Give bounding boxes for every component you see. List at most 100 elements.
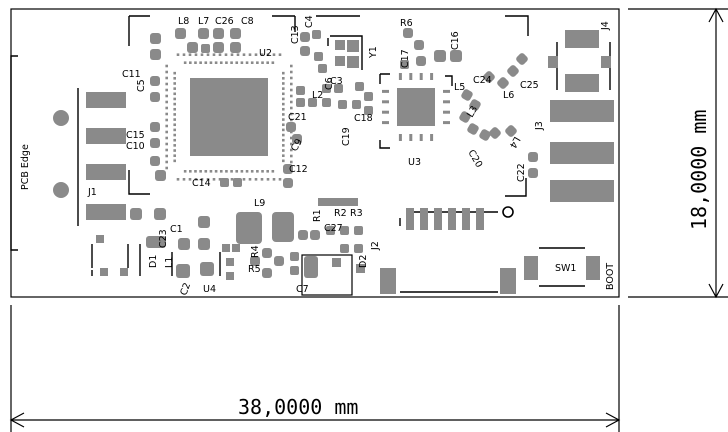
ic-pad bbox=[165, 130, 168, 134]
ic-pad bbox=[290, 70, 293, 74]
ic-pad bbox=[219, 61, 223, 64]
ic-pad bbox=[199, 61, 202, 64]
ic-pad bbox=[218, 53, 222, 56]
ic-pad bbox=[165, 124, 168, 128]
ic-pad bbox=[409, 134, 413, 141]
ic-pad bbox=[230, 61, 233, 64]
ic-pad bbox=[189, 170, 192, 173]
ic-pad bbox=[382, 100, 389, 104]
ref-u4: U4 bbox=[203, 284, 216, 295]
ic-pad bbox=[173, 97, 176, 101]
board-outline bbox=[10, 8, 620, 298]
ic-pad bbox=[173, 92, 176, 96]
c7-outline bbox=[301, 254, 353, 296]
ic-pad bbox=[282, 82, 285, 85]
boot-label: BOOT bbox=[605, 263, 616, 290]
ic-pad bbox=[182, 53, 186, 56]
ref-c10: C10 bbox=[126, 141, 145, 152]
top-passives bbox=[150, 28, 373, 188]
ref-l1: L1 bbox=[164, 257, 175, 268]
ic-pad bbox=[224, 53, 228, 56]
ic-pad bbox=[173, 123, 176, 127]
ic-pad bbox=[409, 73, 413, 80]
ic-pad bbox=[382, 110, 389, 114]
ic-pad bbox=[204, 170, 208, 173]
ic-pad bbox=[290, 88, 293, 92]
ic-pad bbox=[282, 102, 285, 106]
ic-pad bbox=[282, 144, 285, 147]
ic-pad bbox=[430, 134, 434, 141]
ref-c18: C18 bbox=[354, 113, 373, 124]
ref-l5: L5 bbox=[454, 82, 465, 93]
ic-pad bbox=[443, 121, 450, 125]
ic-pad bbox=[236, 53, 240, 56]
ic-pad bbox=[214, 170, 218, 173]
j3-connector bbox=[505, 15, 614, 202]
ic-pad bbox=[173, 133, 176, 137]
ref-d2: D2 bbox=[358, 255, 369, 268]
ic-pad bbox=[230, 178, 234, 181]
ref-c4: C4 bbox=[304, 15, 315, 28]
bottom-left-parts bbox=[91, 208, 240, 280]
ic-pad bbox=[290, 136, 293, 140]
ic-pad bbox=[282, 154, 285, 157]
ref-c25: C25 bbox=[520, 80, 539, 91]
j1-connector bbox=[53, 88, 126, 226]
ref-c9: C9 bbox=[289, 137, 305, 153]
ic-pad bbox=[290, 142, 293, 146]
ic-pad bbox=[419, 134, 423, 141]
ic-pad bbox=[256, 61, 259, 64]
ref-c8: C8 bbox=[241, 16, 254, 27]
ic-pad bbox=[278, 178, 282, 181]
ref-y1: Y1 bbox=[368, 46, 379, 59]
ref-c17: C17 bbox=[400, 49, 411, 68]
ic-pad bbox=[188, 178, 192, 181]
dimension-height-label: 18,0000 mm bbox=[687, 110, 711, 230]
ic-pad bbox=[206, 178, 210, 181]
ref-l4: L4 bbox=[507, 135, 522, 150]
ic-pad bbox=[165, 82, 168, 86]
ref-c27: C27 bbox=[324, 223, 343, 234]
ic-pad bbox=[230, 170, 233, 173]
ref-l6: L6 bbox=[503, 90, 514, 101]
ic-pad bbox=[245, 61, 249, 64]
ref-l8: L8 bbox=[178, 16, 189, 27]
ref-c3: C3 bbox=[330, 76, 343, 87]
ic-pad bbox=[266, 178, 270, 181]
ic-pad bbox=[225, 61, 228, 64]
ic-pad bbox=[194, 170, 197, 173]
ref-r5: R5 bbox=[248, 264, 261, 275]
ic-pad bbox=[261, 170, 264, 173]
ic-pad bbox=[282, 159, 285, 163]
ic-pad bbox=[261, 61, 264, 64]
ref-r6: R6 bbox=[400, 18, 413, 29]
ic-pad bbox=[382, 121, 389, 125]
ic-pad bbox=[245, 170, 249, 173]
ic-pad bbox=[271, 170, 275, 173]
ref-j3: J3 bbox=[534, 121, 545, 131]
ic-pad bbox=[250, 170, 254, 173]
ic-pad bbox=[165, 88, 168, 92]
ic-pad bbox=[290, 118, 293, 122]
ic-pad bbox=[266, 53, 270, 56]
ic-pad bbox=[218, 178, 222, 181]
ic-pad bbox=[173, 87, 176, 90]
ic-pad bbox=[382, 89, 389, 93]
ic-pad bbox=[173, 149, 176, 152]
u3-package bbox=[379, 73, 453, 149]
ic-pad bbox=[165, 100, 168, 104]
ref-c26: C26 bbox=[215, 16, 234, 27]
ref-r2: R2 bbox=[334, 208, 347, 219]
ic-pad bbox=[290, 82, 293, 86]
ic-pad bbox=[240, 61, 244, 64]
ic-pad bbox=[282, 107, 285, 111]
ic-pad bbox=[165, 94, 168, 98]
ic-pad bbox=[173, 128, 176, 132]
ref-c19: C19 bbox=[341, 127, 352, 146]
ic-pad bbox=[206, 53, 210, 56]
ref-c22: C22 bbox=[516, 163, 527, 182]
u3-passives bbox=[400, 28, 538, 178]
ic-pad bbox=[165, 106, 168, 110]
pcb-edge-bracket bbox=[10, 55, 18, 251]
